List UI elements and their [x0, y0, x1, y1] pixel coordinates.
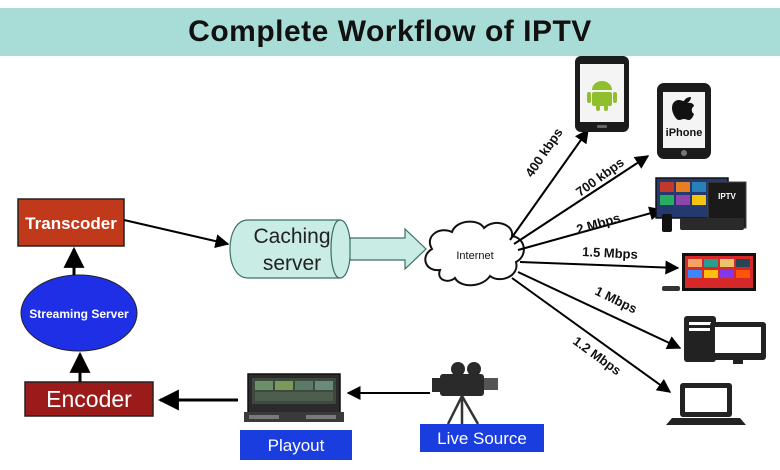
internet-cloud: Internet	[424, 220, 525, 287]
playout-label-box: Playout	[240, 430, 352, 460]
arrow-to-laptop	[511, 277, 672, 393]
cache-to-internet-arrow	[349, 227, 427, 271]
live-source-label-box: Live Source	[420, 424, 544, 452]
settop-label: IPTV	[718, 192, 736, 201]
set-top-box-icon: IPTV	[655, 177, 747, 232]
title-bar: Complete Workflow of IPTV	[0, 8, 780, 56]
bitrate-label: 1.5 Mbps	[582, 244, 638, 262]
caching-server-label-2: server	[263, 252, 321, 275]
arrow-to-smarttv	[519, 260, 680, 275]
transcoder-node: Transcoder	[17, 198, 125, 247]
iphone-label: iPhone	[666, 127, 703, 139]
encoder-node: Encoder	[24, 381, 154, 417]
smart-tv-icon	[662, 253, 756, 291]
caching-server-label-1: Caching	[253, 225, 330, 248]
playout-device-icon	[244, 373, 344, 422]
encoder-label: Encoder	[46, 386, 132, 412]
page-title: Complete Workflow of IPTV	[188, 15, 592, 48]
transcoder-label: Transcoder	[25, 214, 117, 233]
bitrate-label: 2 Mbps	[575, 210, 622, 237]
streaming-server-node: Streaming Server	[20, 274, 138, 352]
laptop-icon	[666, 383, 746, 425]
arrow-to-desktop	[517, 271, 682, 349]
internet-label: Internet	[456, 250, 493, 262]
video-camera-icon	[432, 362, 498, 425]
iphone-icon: iPhone	[657, 83, 711, 159]
desktop-computer-icon	[684, 316, 766, 364]
arrow-to-iphone	[513, 155, 650, 245]
transcoder-to-cache-arrow	[123, 219, 230, 248]
caching-server-node: Caching server	[229, 219, 352, 279]
arrow-to-settop	[517, 206, 664, 251]
playout-label: Playout	[268, 436, 325, 455]
live-source-label: Live Source	[437, 429, 527, 448]
arrow-to-android	[509, 128, 589, 241]
android-phone-icon	[575, 56, 629, 132]
bitrate-label: 700 kbps	[573, 155, 627, 200]
streaming-server-label: Streaming Server	[29, 307, 129, 321]
